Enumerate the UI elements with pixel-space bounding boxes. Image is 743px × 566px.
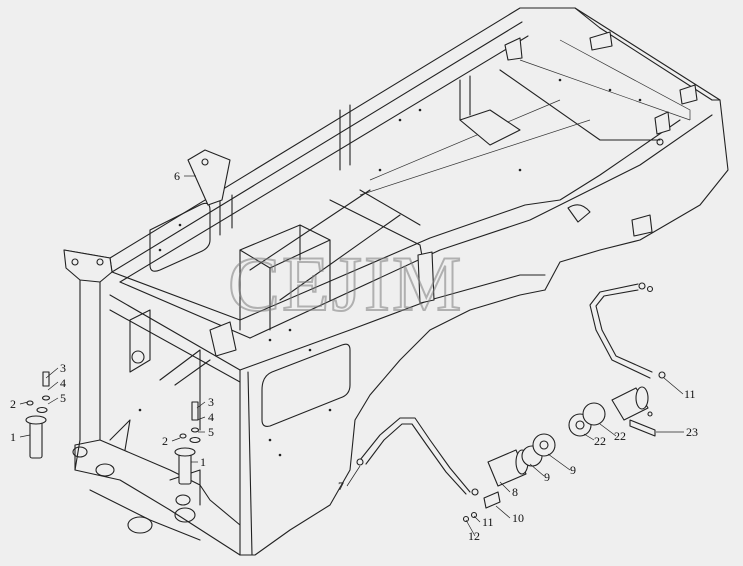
control-rod-lower <box>356 417 479 496</box>
callout-5: 5 <box>208 425 214 439</box>
callout-9: 9 <box>570 463 576 477</box>
callout-12: 12 <box>468 529 480 543</box>
control-rod-upper <box>589 282 666 379</box>
callout-9: 9 <box>544 470 550 484</box>
main-frame <box>63 7 729 556</box>
callout-23: 23 <box>686 425 698 439</box>
callout-3: 3 <box>60 361 66 375</box>
callout-2: 2 <box>10 397 16 411</box>
callout-leaders <box>19 175 684 537</box>
cylinder-assembly <box>462 386 656 523</box>
callout-5: 5 <box>60 391 66 405</box>
callout-10: 10 <box>512 511 524 525</box>
callout-2: 2 <box>162 434 168 448</box>
callout-1: 1 <box>10 430 16 444</box>
callout-22: 22 <box>614 429 626 443</box>
callout-4: 4 <box>60 376 66 390</box>
watermark-text: CEJIM <box>228 240 463 327</box>
callout-6: 6 <box>174 169 180 183</box>
callout-8: 8 <box>512 485 518 499</box>
callout-3: 3 <box>208 395 214 409</box>
callout-4: 4 <box>208 410 214 424</box>
pin-assembly-left <box>25 371 51 459</box>
callout-11: 11 <box>482 515 494 529</box>
callout-1: 1 <box>200 455 206 469</box>
callout-labels: 6 3 4 2 5 1 3 4 2 5 1 11 23 22 22 9 9 8 … <box>10 169 698 543</box>
pin-assembly-right <box>174 401 201 485</box>
callout-22: 22 <box>594 434 606 448</box>
callout-11: 11 <box>684 387 696 401</box>
callout-7: 7 <box>338 479 344 493</box>
